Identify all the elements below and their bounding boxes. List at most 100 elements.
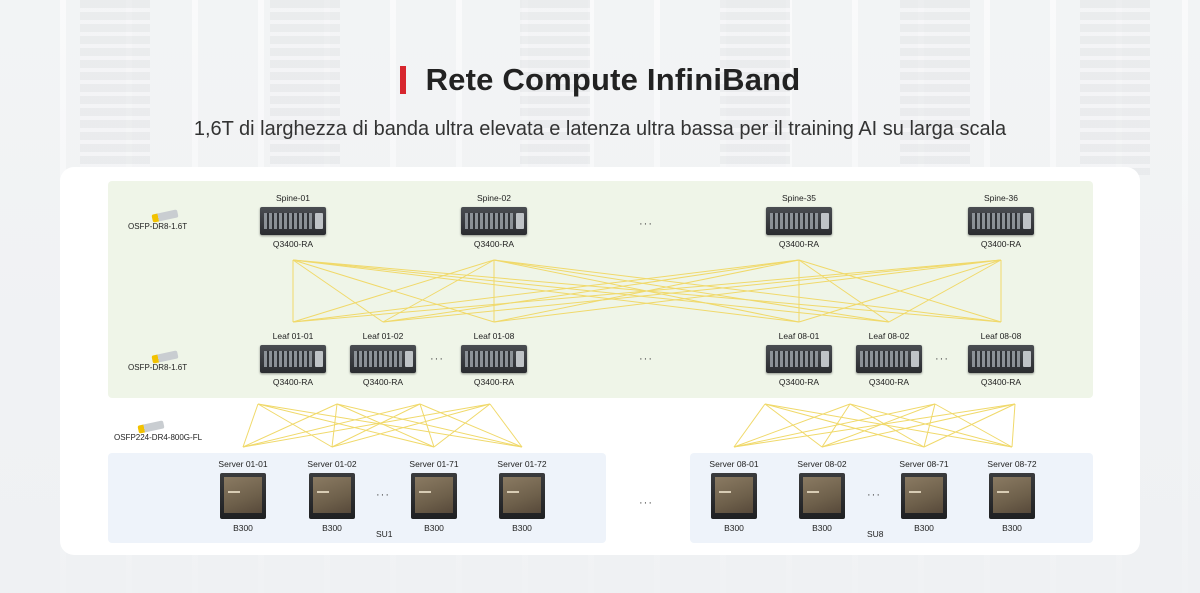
leaf-model: Q3400-RA [778, 377, 820, 387]
leaf-ellipsis: ··· [430, 353, 444, 365]
switch-icon [461, 345, 527, 373]
spine-node[interactable]: Spine-02 Q3400-RA [454, 193, 534, 249]
spine-name: Spine-02 [476, 193, 512, 203]
server-icon [220, 473, 266, 519]
server-icon [989, 473, 1035, 519]
server-name: Server 01-71 [409, 459, 459, 469]
transceiver-label: OSFP224-DR4-800G-FL [114, 433, 203, 442]
rack-image [270, 0, 340, 175]
rack-image [520, 0, 590, 175]
switch-icon [766, 207, 832, 235]
server-node[interactable]: Server 08-72 B300 [976, 459, 1048, 533]
server-icon [799, 473, 845, 519]
spine-node[interactable]: Spine-35 Q3400-RA [759, 193, 839, 249]
leaf-node[interactable]: Leaf 01-02 Q3400-RA [343, 331, 423, 387]
leaf-name: Leaf 01-02 [362, 331, 404, 341]
spine-name: Spine-35 [781, 193, 817, 203]
transceiver-icon [137, 420, 165, 434]
leaf-name: Leaf 08-01 [778, 331, 820, 341]
transceiver-icon [151, 209, 179, 223]
rack-image [1080, 0, 1150, 175]
su-label: SU8 [867, 529, 884, 539]
transceiver-label: OSFP-DR8-1.6T [128, 222, 188, 231]
switch-icon [260, 207, 326, 235]
spine-node[interactable]: Spine-36 Q3400-RA [961, 193, 1041, 249]
page-title-row: Rete Compute InfiniBand [0, 62, 1200, 98]
server-icon [309, 473, 355, 519]
rack-image [900, 0, 970, 175]
server-node[interactable]: Server 08-02 B300 [786, 459, 858, 533]
page-title: Rete Compute InfiniBand [425, 62, 801, 97]
server-ellipsis: ··· [867, 489, 881, 501]
server-node[interactable]: Server 01-02 B300 [296, 459, 368, 533]
leaf-name: Leaf 01-08 [473, 331, 515, 341]
su-label: SU1 [376, 529, 393, 539]
rack-image [80, 0, 150, 175]
transceiver-server: OSFP224-DR4-800G-FL [114, 420, 203, 442]
spine-ellipsis: ··· [639, 218, 653, 230]
server-node[interactable]: Server 08-01 B300 [698, 459, 770, 533]
server-ellipsis: ··· [376, 489, 390, 501]
switch-icon [260, 345, 326, 373]
server-model: B300 [233, 523, 253, 533]
switch-icon [350, 345, 416, 373]
switch-icon [766, 345, 832, 373]
server-node[interactable]: Server 01-71 B300 [398, 459, 470, 533]
server-name: Server 08-01 [709, 459, 759, 469]
transceiver-leaf: OSFP-DR8-1.6T [128, 350, 188, 372]
leaf-ellipsis: ··· [935, 353, 949, 365]
leaf-node[interactable]: Leaf 01-01 Q3400-RA [253, 331, 333, 387]
server-model: B300 [1002, 523, 1022, 533]
server-node[interactable]: Server 01-72 B300 [486, 459, 558, 533]
server-name: Server 01-01 [218, 459, 268, 469]
spine-name: Spine-36 [983, 193, 1019, 203]
server-icon [499, 473, 545, 519]
server-model: B300 [322, 523, 342, 533]
switch-icon [461, 207, 527, 235]
switch-icon [968, 345, 1034, 373]
server-icon [711, 473, 757, 519]
server-name: Server 08-72 [987, 459, 1037, 469]
leaf-name: Leaf 01-01 [272, 331, 314, 341]
spine-node[interactable]: Spine-01 Q3400-RA [253, 193, 333, 249]
server-node[interactable]: Server 01-01 B300 [207, 459, 279, 533]
leaf-model: Q3400-RA [362, 377, 404, 387]
su-ellipsis: ··· [639, 497, 653, 509]
server-model: B300 [512, 523, 532, 533]
server-model: B300 [914, 523, 934, 533]
server-name: Server 01-72 [497, 459, 547, 469]
leaf-node[interactable]: Leaf 08-01 Q3400-RA [759, 331, 839, 387]
leaf-model: Q3400-RA [868, 377, 910, 387]
server-model: B300 [724, 523, 744, 533]
leaf-model: Q3400-RA [980, 377, 1022, 387]
transceiver-label: OSFP-DR8-1.6T [128, 363, 188, 372]
switch-icon [968, 207, 1034, 235]
leaf-group-ellipsis: ··· [639, 353, 653, 365]
transceiver-spine: OSFP-DR8-1.6T [128, 209, 188, 231]
server-icon [901, 473, 947, 519]
server-name: Server 08-71 [899, 459, 949, 469]
spine-model: Q3400-RA [272, 239, 314, 249]
page-subtitle: 1,6T di larghezza di banda ultra elevata… [193, 118, 1007, 140]
leaf-node[interactable]: Leaf 01-08 Q3400-RA [454, 331, 534, 387]
transceiver-icon [151, 350, 179, 364]
spine-model: Q3400-RA [778, 239, 820, 249]
server-name: Server 08-02 [797, 459, 847, 469]
spine-model: Q3400-RA [473, 239, 515, 249]
server-name: Server 01-02 [307, 459, 357, 469]
spine-name: Spine-01 [275, 193, 311, 203]
leaf-name: Leaf 08-08 [980, 331, 1022, 341]
server-icon [411, 473, 457, 519]
leaf-node[interactable]: Leaf 08-08 Q3400-RA [961, 331, 1041, 387]
title-accent-bar [399, 66, 406, 94]
server-model: B300 [424, 523, 444, 533]
server-node[interactable]: Server 08-71 B300 [888, 459, 960, 533]
leaf-model: Q3400-RA [272, 377, 314, 387]
leaf-name: Leaf 08-02 [868, 331, 910, 341]
server-model: B300 [812, 523, 832, 533]
switch-icon [856, 345, 922, 373]
leaf-model: Q3400-RA [473, 377, 515, 387]
spine-model: Q3400-RA [980, 239, 1022, 249]
rack-image [720, 0, 790, 175]
leaf-node[interactable]: Leaf 08-02 Q3400-RA [849, 331, 929, 387]
